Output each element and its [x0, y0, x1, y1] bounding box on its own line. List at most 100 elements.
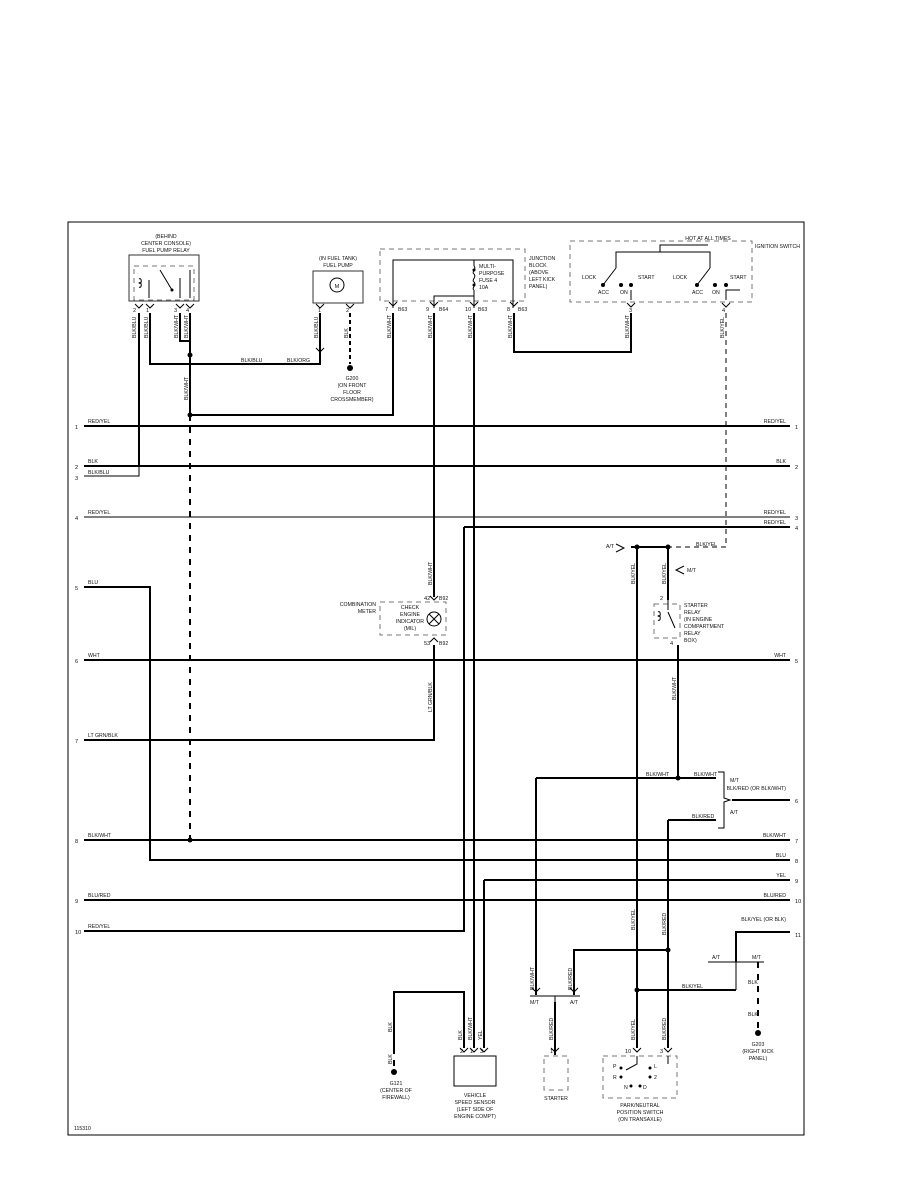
svg-text:BLK: BLK	[458, 1030, 464, 1040]
svg-text:5: 5	[75, 586, 78, 592]
svg-text:BLK/YEL: BLK/YEL	[631, 909, 637, 930]
svg-text:3: 3	[660, 1049, 663, 1055]
svg-text:(RIGHT KICK: (RIGHT KICK	[742, 1049, 774, 1055]
bus-lines	[84, 415, 790, 1048]
svg-text:4: 4	[795, 526, 798, 532]
svg-text:LEFT KICK: LEFT KICK	[529, 277, 556, 283]
svg-text:LT GRN/BLK: LT GRN/BLK	[88, 733, 118, 739]
svg-text:2: 2	[75, 465, 78, 471]
svg-text:(ABOVE: (ABOVE	[529, 270, 549, 276]
svg-text:9: 9	[426, 307, 429, 313]
svg-text:G200: G200	[346, 376, 359, 382]
diagram-frame	[67, 221, 805, 1136]
svg-text:BLK/YEL: BLK/YEL	[720, 317, 726, 338]
svg-text:B64: B64	[439, 307, 448, 313]
svg-text:3: 3	[795, 516, 798, 522]
ignition-switch: IGNITION SWITCH HOT AT ALL TIMES LOCK AC…	[569, 236, 800, 314]
svg-text:LOCK: LOCK	[582, 275, 597, 281]
svg-text:POSITION SWITCH: POSITION SWITCH	[617, 1110, 664, 1116]
svg-text:BLK: BLK	[88, 459, 98, 465]
svg-text:B63: B63	[398, 307, 407, 313]
hot-at-all-times-label: HOT AT ALL TIMES	[685, 236, 731, 242]
svg-text:FLOOR: FLOOR	[343, 390, 361, 396]
svg-text:3: 3	[75, 476, 78, 482]
svg-text:A/T: A/T	[712, 955, 721, 961]
svg-text:M/T: M/T	[752, 955, 762, 961]
svg-text:BLK/WHT: BLK/WHT	[646, 772, 670, 778]
svg-text:BLK/WHT: BLK/WHT	[428, 314, 434, 338]
svg-text:3: 3	[174, 308, 177, 314]
svg-text:BLK/YEL: BLK/YEL	[631, 563, 637, 584]
svg-text:START: START	[730, 275, 747, 281]
fuel-pump-relay-location: (BEHIND	[155, 234, 177, 240]
svg-text:1: 1	[318, 308, 321, 314]
fuel-pump-relay: (BEHIND CENTER CONSOLE) FUEL PUMP RELAY …	[128, 234, 200, 314]
fuel-pump-label: FUEL PUMP	[323, 263, 353, 269]
indicator-lamp-icon	[426, 611, 442, 627]
svg-text:BLK/WHT: BLK/WHT	[174, 314, 180, 338]
svg-text:PANEL): PANEL)	[749, 1056, 768, 1062]
svg-text:START: START	[638, 275, 655, 281]
svg-text:2: 2	[660, 596, 663, 602]
svg-text:G203: G203	[752, 1042, 765, 1048]
svg-text:STARTER: STARTER	[684, 603, 708, 609]
svg-text:BLU: BLU	[776, 853, 786, 859]
svg-text:LT GRN/BLK: LT GRN/BLK	[428, 682, 434, 712]
svg-text:BLK: BLK	[388, 1022, 394, 1032]
svg-text:BLK/BLU: BLK/BLU	[132, 316, 138, 338]
svg-text:10: 10	[75, 930, 81, 936]
junction-block-label: JUNCTION	[529, 256, 555, 262]
svg-text:11: 11	[795, 933, 801, 939]
svg-text:9: 9	[75, 899, 78, 905]
svg-text:BLK/WHT: BLK/WHT	[508, 314, 514, 338]
svg-text:(ON FRONT: (ON FRONT	[338, 383, 368, 389]
right-line-labels: 1 RED/YEL 2 BLK 3 RED/YEL 4 RED/YEL 5 WH…	[727, 419, 802, 939]
svg-text:BLK/BLU: BLK/BLU	[241, 358, 263, 364]
svg-text:BLK/WHT: BLK/WHT	[387, 314, 393, 338]
svg-text:A/T: A/T	[606, 544, 615, 550]
svg-text:BLK/YEL: BLK/YEL	[662, 563, 668, 584]
svg-text:RED/YEL: RED/YEL	[764, 419, 786, 425]
svg-text:ACC: ACC	[598, 290, 609, 296]
starter-label: STARTER	[544, 1096, 568, 1102]
svg-text:7: 7	[75, 739, 78, 745]
top-wiring	[138, 313, 727, 1048]
ground-g203: G203 (RIGHT KICK PANEL)	[742, 1042, 774, 1062]
svg-text:RED/YEL: RED/YEL	[88, 510, 110, 516]
svg-text:CROSSMEMBER): CROSSMEMBER)	[331, 397, 374, 403]
svg-text:METER: METER	[358, 609, 376, 615]
svg-text:N: N	[624, 1085, 628, 1091]
svg-text:YEL: YEL	[776, 873, 786, 879]
svg-text:(IN FUEL TANK): (IN FUEL TANK)	[319, 256, 357, 262]
svg-text:WHT: WHT	[774, 653, 787, 659]
svg-text:(CENTER OF: (CENTER OF	[380, 1088, 412, 1094]
svg-text:M/T: M/T	[530, 1000, 540, 1006]
svg-text:R: R	[613, 1075, 617, 1081]
ignition-switch-label: IGNITION SWITCH	[755, 244, 800, 250]
svg-text:3: 3	[629, 308, 632, 314]
svg-text:BLK/WHT: BLK/WHT	[88, 833, 112, 839]
svg-text:BLK/WHT: BLK/WHT	[672, 676, 678, 700]
svg-text:BLK/YEL (OR BLK): BLK/YEL (OR BLK)	[741, 917, 786, 923]
svg-text:BLK/RED: BLK/RED	[662, 1018, 668, 1040]
svg-text:L: L	[654, 1064, 657, 1070]
svg-text:M/T: M/T	[687, 568, 697, 574]
svg-text:RED/YEL: RED/YEL	[764, 510, 786, 516]
svg-text:BLK/YEL: BLK/YEL	[696, 542, 717, 548]
svg-text:BLK/WHT: BLK/WHT	[184, 314, 190, 338]
svg-text:BLU: BLU	[88, 580, 98, 586]
svg-text:B92: B92	[439, 596, 448, 602]
svg-text:M: M	[335, 284, 340, 290]
svg-text:BLK/RED: BLK/RED	[692, 814, 714, 820]
svg-text:1: 1	[550, 1049, 553, 1055]
diagram-id: 115310	[74, 1126, 91, 1132]
svg-text:6: 6	[795, 799, 798, 805]
svg-text:BLK/YEL: BLK/YEL	[631, 1019, 637, 1040]
svg-text:BLK/RED (OR BLK/WHT): BLK/RED (OR BLK/WHT)	[727, 786, 787, 792]
svg-text:3: 3	[480, 1049, 483, 1055]
svg-text:B63: B63	[478, 307, 487, 313]
svg-text:A/T: A/T	[570, 1000, 579, 1006]
vehicle-speed-sensor: 2 1 3 VEHICLE SPEED SENSOR (LEFT SIDE OF…	[453, 1049, 497, 1120]
svg-text:BLK: BLK	[388, 1054, 394, 1064]
svg-text:8: 8	[795, 859, 798, 865]
